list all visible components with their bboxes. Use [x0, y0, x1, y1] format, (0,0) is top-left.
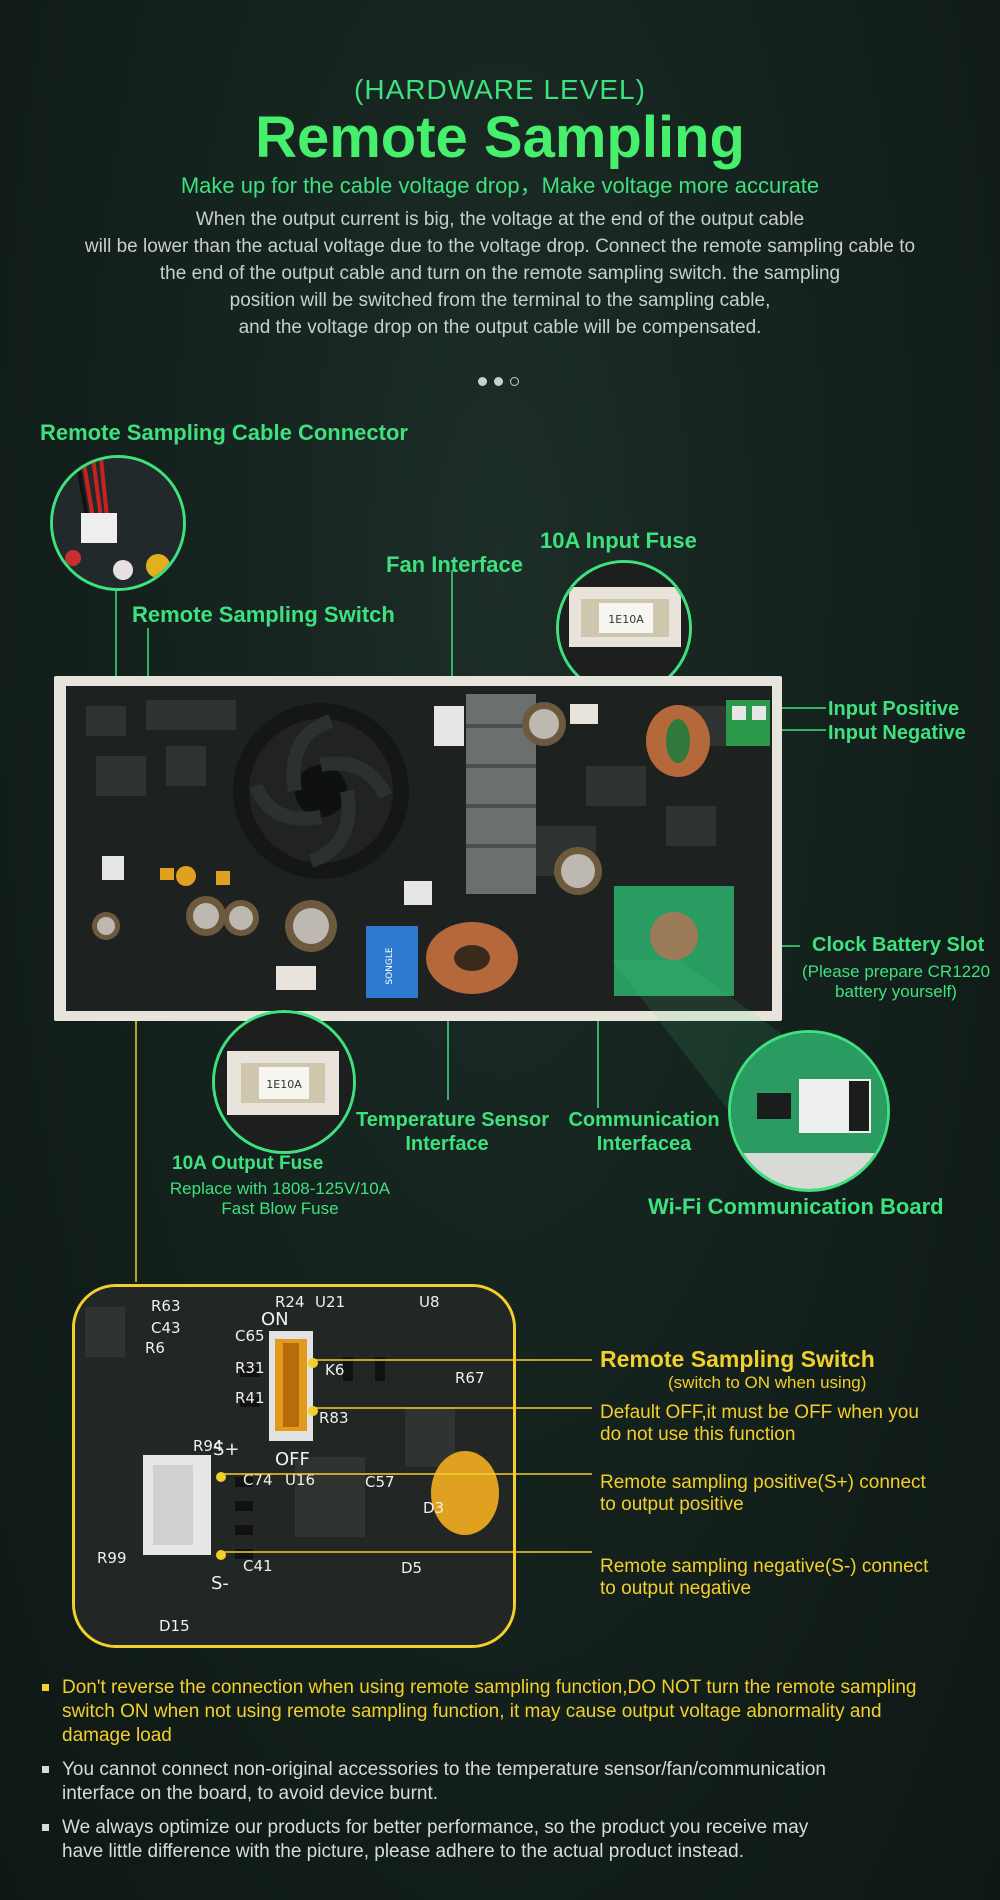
silk-label: D5	[401, 1559, 422, 1577]
label-clock-battery: Clock Battery Slot	[812, 934, 985, 956]
description: When the output current is big, the volt…	[0, 206, 1000, 341]
silk-label: R6	[145, 1339, 165, 1357]
silk-label: D15	[159, 1617, 190, 1635]
note-line: You cannot connect non-original accessor…	[62, 1759, 826, 1780]
label-sampling-switch: Remote Sampling Switch	[132, 602, 395, 627]
zoom-circle-output-fuse: 1E10A	[212, 1010, 356, 1154]
bullet-icon	[42, 1766, 49, 1773]
carousel-dot-1[interactable]	[478, 377, 487, 386]
clock-battery-note: (Please prepare CR1220 battery yourself)	[796, 962, 996, 1002]
silk-label: C74	[243, 1471, 273, 1489]
label-input-fuse: 10A Input Fuse	[540, 528, 697, 553]
kicker: (HARDWARE LEVEL)	[354, 74, 646, 105]
silk-label: R31	[235, 1359, 265, 1377]
silk-label: C41	[243, 1557, 273, 1575]
clock-battery-note-line: battery yourself)	[835, 982, 957, 1001]
carousel-dot-3[interactable]	[510, 377, 519, 386]
default-off-line: Default OFF,it must be OFF when you	[600, 1402, 919, 1423]
note-line: interface on the board, to avoid device …	[62, 1783, 439, 1804]
silk-label: R67	[455, 1369, 485, 1387]
label-communication-line: Interfacea	[596, 1133, 692, 1155]
board-photo: SONGLE	[54, 676, 782, 1021]
page-title: Remote Sampling	[255, 105, 745, 170]
bullet-icon	[42, 1684, 49, 1691]
silk-label: U8	[419, 1293, 440, 1311]
output-fuse-note: Replace with 1808-125V/10A Fast Blow Fus…	[150, 1179, 410, 1219]
notes-list: Don't reverse the connection when using …	[42, 1676, 962, 1874]
note-item: We always optimize our products for bett…	[42, 1816, 962, 1864]
description-line: the end of the output cable and turn on …	[159, 263, 841, 284]
label-communication: Communication Interfacea	[562, 1108, 726, 1156]
label-communication-line: Communication	[568, 1109, 720, 1131]
zoom-circle-wifi	[728, 1030, 890, 1192]
silk-label: R41	[235, 1389, 265, 1407]
silk-s-plus: S+	[213, 1439, 240, 1460]
positive-line: to output positive	[600, 1494, 744, 1515]
description-line: will be lower than the actual voltage du…	[84, 236, 916, 257]
description-line: position will be switched from the termi…	[229, 290, 771, 311]
note-item: You cannot connect non-original accessor…	[42, 1758, 962, 1806]
label-fan-interface: Fan Interface	[386, 552, 523, 577]
relay-label: SONGLE	[385, 947, 395, 985]
fuse-marking: 1E10A	[608, 613, 644, 626]
label-temp-sensor-line: Interface	[405, 1133, 489, 1155]
note-line: Don't reverse the connection when using …	[62, 1677, 917, 1698]
silk-on: ON	[261, 1309, 289, 1330]
note-line: damage load	[62, 1725, 172, 1746]
pcb: SONGLE	[66, 686, 772, 1011]
default-off-line: do not use this function	[600, 1424, 796, 1445]
label-wifi-board: Wi-Fi Communication Board	[648, 1194, 944, 1219]
label-input-positive: Input Positive	[828, 698, 960, 720]
zoom-panel-switch: ON OFF S+ S- R24 U21 U8 R63 C43 R6 C65 K…	[72, 1284, 516, 1648]
zoom-label-negative: Remote sampling negative(S-) connect to …	[600, 1556, 928, 1600]
silk-label: R24	[275, 1293, 305, 1311]
silk-label: U16	[285, 1471, 315, 1489]
silk-label: R94	[193, 1437, 223, 1455]
description-line: When the output current is big, the volt…	[195, 209, 805, 230]
silk-s-minus: S-	[211, 1573, 229, 1594]
label-temp-sensor-line: Temperature Sensor	[356, 1109, 550, 1131]
subtitle: Make up for the cable voltage drop，Make …	[180, 173, 820, 198]
silk-label: U21	[315, 1293, 345, 1311]
silk-label: C65	[235, 1327, 265, 1345]
label-input-negative: Input Negative	[828, 722, 966, 744]
description-line: and the voltage drop on the output cable…	[238, 317, 762, 338]
carousel-dot-2[interactable]	[494, 377, 503, 386]
label-cable-connector: Remote Sampling Cable Connector	[40, 420, 408, 445]
silk-label: D3	[423, 1499, 444, 1517]
clock-battery-note-line: (Please prepare CR1220	[801, 962, 991, 981]
zoom-circle-connector	[50, 455, 186, 591]
carousel-dots	[478, 374, 538, 390]
output-fuse-note-line: Replace with 1808-125V/10A	[169, 1179, 391, 1198]
label-temp-sensor: Temperature Sensor Interface	[356, 1108, 550, 1156]
zoom-label-switch: Remote Sampling Switch (switch to ON whe…	[600, 1346, 875, 1394]
negative-line: to output negative	[600, 1578, 752, 1599]
switch-title: Remote Sampling Switch	[600, 1346, 875, 1372]
silk-label: C57	[365, 1473, 395, 1491]
bullet-icon	[42, 1824, 49, 1831]
output-fuse-note-line: Fast Blow Fuse	[221, 1199, 339, 1218]
note-line: We always optimize our products for bett…	[62, 1817, 809, 1838]
note-line: have little difference with the picture,…	[62, 1841, 744, 1862]
silk-label: R63	[151, 1297, 181, 1315]
silk-label: K6	[325, 1361, 344, 1379]
zoom-label-default-off: Default OFF,it must be OFF when you do n…	[600, 1402, 919, 1446]
silk-label: R99	[97, 1549, 127, 1567]
negative-line: Remote sampling negative(S-) connect	[600, 1556, 929, 1577]
zoom-circle-input-fuse: 1E10A	[556, 560, 692, 696]
silk-label: R83	[319, 1409, 349, 1427]
switch-note: (switch to ON when using)	[668, 1373, 867, 1392]
silk-label: C43	[151, 1319, 181, 1337]
fuse-marking: 1E10A	[266, 1078, 302, 1091]
positive-line: Remote sampling positive(S+) connect	[600, 1472, 926, 1493]
silk-off: OFF	[275, 1449, 310, 1470]
label-output-fuse: 10A Output Fuse	[172, 1153, 324, 1174]
zoom-label-positive: Remote sampling positive(S+) connect to …	[600, 1472, 926, 1516]
note-item: Don't reverse the connection when using …	[42, 1676, 962, 1748]
note-line: switch ON when not using remote sampling…	[62, 1701, 882, 1722]
zoom-pcb: ON OFF S+ S- R24 U21 U8 R63 C43 R6 C65 K…	[75, 1287, 513, 1645]
